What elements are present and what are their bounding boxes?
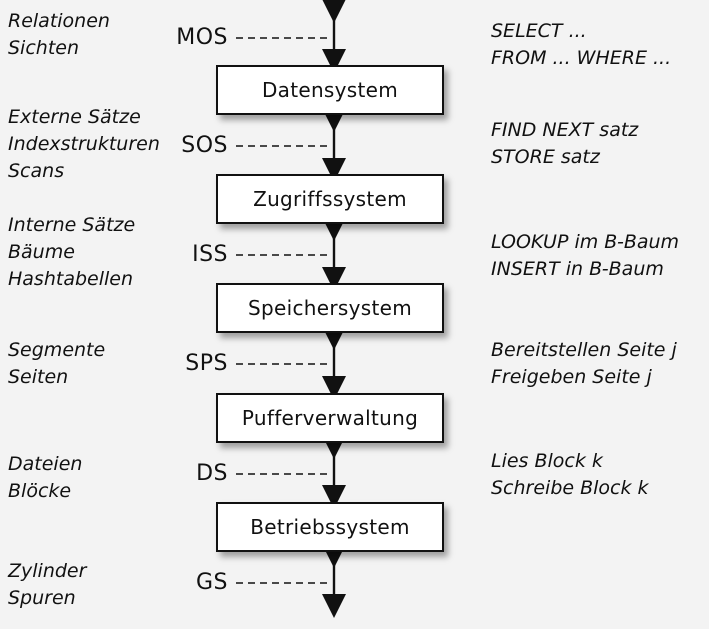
layer-box-betriebssystem: Betriebssystem [216, 502, 444, 552]
object-line: Dateien [8, 453, 83, 475]
object-line: Hashtabellen [8, 268, 134, 290]
operation-line: SELECT ... [491, 20, 587, 42]
dashed-leaders [236, 37, 330, 584]
interface-label-gs: GS [195, 570, 228, 595]
operation-line: Bereitstellen Seite j [491, 339, 677, 361]
layer-label: Pufferverwaltung [241, 406, 419, 430]
object-line: Interne Sätze [8, 214, 136, 236]
operation-line: Schreibe Block k [491, 477, 649, 499]
interface-label-sos: SOS [181, 133, 228, 158]
layer-label: Datensystem [261, 78, 399, 102]
objects-sps: Segmente Seiten [8, 337, 105, 391]
object-line: Zylinder [8, 560, 87, 582]
object-line: Seiten [8, 366, 69, 388]
interface-label-ds: DS [196, 461, 228, 486]
operations-mos: SELECT ... FROM ... WHERE ... [491, 18, 671, 72]
object-line: Sichten [8, 37, 80, 59]
layer-box-speichersystem: Speichersystem [216, 283, 444, 333]
object-line: Spuren [8, 587, 76, 609]
layer-box-datensystem: Datensystem [216, 65, 444, 115]
objects-gs: Zylinder Spuren [8, 558, 86, 612]
layer-box-zugriffssystem: Zugriffssystem [216, 174, 444, 224]
interface-label-mos: MOS [176, 25, 228, 50]
interface-label-iss: ISS [192, 242, 228, 267]
layer-label: Speichersystem [248, 296, 412, 320]
operations-iss: LOOKUP im B-Baum INSERT in B-Baum [491, 229, 679, 283]
operation-line: FROM ... WHERE ... [491, 47, 672, 69]
object-line: Externe Sätze [8, 106, 141, 128]
layer-label: Betriebssystem [250, 515, 410, 539]
operation-line: LOOKUP im B-Baum [491, 231, 680, 253]
operation-line: Freigeben Seite j [491, 366, 652, 388]
operations-sos: FIND NEXT satz STORE satz [491, 117, 638, 171]
layer-label: Zugriffssystem [253, 187, 407, 211]
operation-line: Lies Block k [491, 450, 603, 472]
objects-mos: Relationen Sichten [8, 8, 110, 62]
object-line: Segmente [8, 339, 106, 361]
objects-sos: Externe Sätze Indexstrukturen Scans [8, 104, 160, 185]
operations-sps: Bereitstellen Seite j Freigeben Seite j [491, 337, 677, 391]
objects-ds: Dateien Blöcke [8, 451, 82, 505]
interface-label-sps: SPS [185, 351, 228, 376]
object-line: Blöcke [8, 480, 72, 502]
operation-line: FIND NEXT satz [491, 119, 639, 141]
layer-box-pufferverwaltung: Pufferverwaltung [216, 393, 444, 443]
objects-iss: Interne Sätze Bäume Hashtabellen [8, 212, 135, 293]
operation-line: INSERT in B-Baum [491, 258, 664, 280]
object-line: Indexstrukturen [8, 133, 160, 155]
object-line: Relationen [8, 10, 110, 32]
operation-line: STORE satz [491, 146, 600, 168]
object-line: Bäume [8, 241, 75, 263]
object-line: Scans [8, 160, 65, 182]
operations-ds: Lies Block k Schreibe Block k [491, 448, 649, 502]
